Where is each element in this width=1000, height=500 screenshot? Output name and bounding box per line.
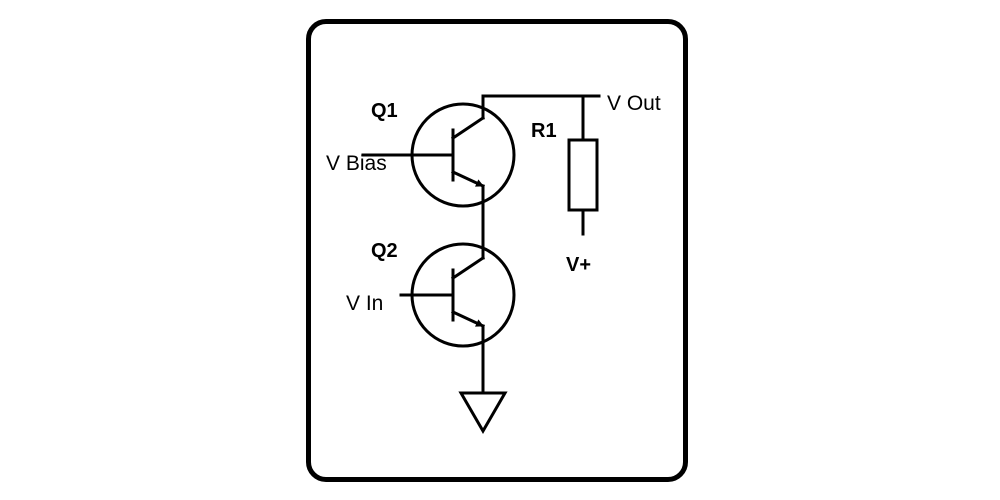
v-bias-label: V Bias <box>326 152 387 175</box>
ground-icon <box>458 391 508 434</box>
resistor-r1 <box>567 138 599 212</box>
transistor-q2 <box>399 203 516 395</box>
q1-designator: Q1 <box>371 100 398 122</box>
v-out-label: V Out <box>607 92 661 115</box>
v-plus-label: V+ <box>566 254 591 276</box>
q2-emitter-arrow <box>451 310 485 328</box>
v-in-label: V In <box>346 292 383 315</box>
diagram-frame <box>306 19 688 482</box>
q1-emitter-arrow <box>451 170 485 188</box>
transistor-q1 <box>361 94 516 208</box>
q1-collector-lead <box>450 115 486 141</box>
r1-designator: R1 <box>531 120 557 142</box>
q2-collector-lead <box>450 255 486 281</box>
q2-designator: Q2 <box>371 240 398 262</box>
output-net <box>481 94 601 236</box>
